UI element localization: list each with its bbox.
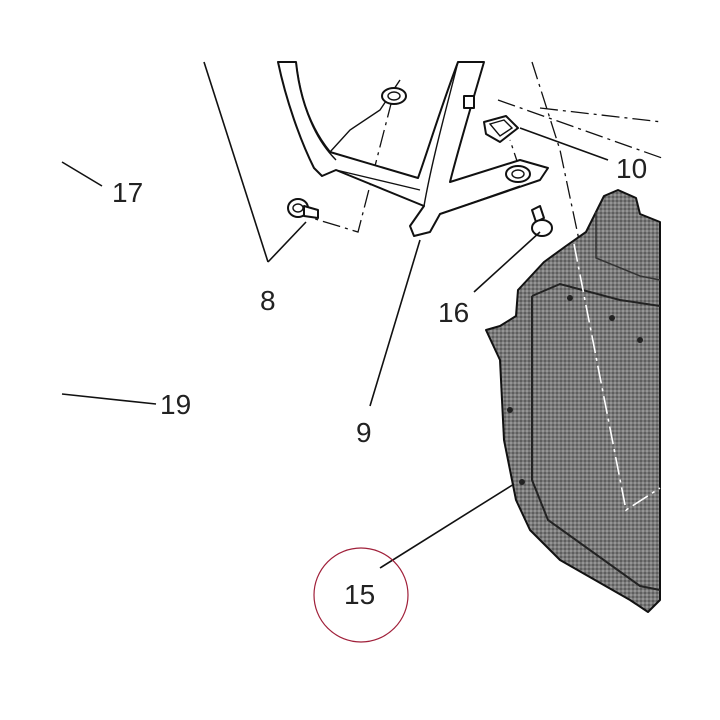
callout-17: 17 (112, 177, 143, 208)
callout-9: 9 (356, 417, 372, 448)
callout-19: 19 (160, 389, 191, 420)
mesh-panel-part-15 (485, 189, 661, 613)
clip-part-10 (483, 115, 519, 143)
callout-16: 16 (438, 297, 469, 328)
leader-lines (61, 61, 609, 569)
highlight-circle (313, 547, 409, 643)
bracket-frame-part-9 (277, 61, 549, 237)
callout-10: 10 (616, 153, 647, 184)
callout-8: 8 (260, 285, 276, 316)
screw-part-16 (531, 205, 553, 237)
callout-15: 15 (344, 579, 375, 610)
bolt-part-8 (287, 198, 319, 219)
